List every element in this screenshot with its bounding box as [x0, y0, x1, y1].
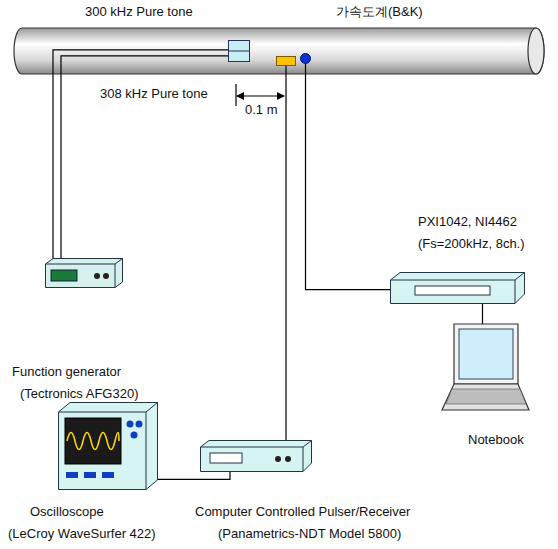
signal-cable	[285, 66, 286, 443]
pulser-receiver: Computer Controlled Pulser/Receiver(Pana…	[200, 440, 312, 472]
function-generator-shape	[45, 258, 123, 288]
daq-chassis: PXI1042, NI4462(Fs=200kHz, 8ch.)	[390, 272, 525, 304]
transducer: 300 kHz Pure tone	[228, 40, 250, 62]
accelerometer: 가속도계(B&K)	[300, 53, 311, 64]
ultrasonic-sensor-shape	[276, 56, 296, 66]
dimension-label: 0.1 m	[245, 102, 278, 118]
oscilloscope-shape	[58, 402, 158, 490]
accelerometer-shape	[300, 53, 311, 64]
pulser-receiver-shape	[200, 440, 312, 472]
daq-chassis-shape	[390, 272, 525, 304]
device-label: 가속도계(B&K)	[336, 4, 423, 20]
pipe	[14, 28, 544, 74]
device-model: (Fs=200kHz, 8ch.)	[418, 236, 525, 252]
device-label: 300 kHz Pure tone	[85, 4, 193, 20]
device-label: Computer Controlled Pulser/Receiver	[195, 504, 410, 520]
oscilloscope: Oscilloscope(LeCroy WaveSurfer 422)	[58, 402, 158, 490]
device-label: Oscilloscope	[30, 504, 104, 520]
device-model: (Tectronics AFG320)	[20, 386, 139, 402]
signal-cable	[158, 472, 230, 479]
device-model: (LeCroy WaveSurfer 422)	[8, 526, 156, 542]
device-label: Notebook	[468, 432, 524, 448]
notebook-computer-shape	[440, 322, 530, 412]
signal-cable	[53, 50, 228, 260]
device-label: PXI1042, NI4462	[418, 214, 517, 230]
device-model: (Panametrics-NDT Model 5800)	[218, 526, 401, 542]
notebook-computer: Notebook	[440, 322, 530, 412]
transducer-shape	[228, 40, 250, 62]
signal-cable	[306, 64, 391, 290]
function-generator: Function generator(Tectronics AFG320)	[45, 258, 123, 288]
device-label: 308 kHz Pure tone	[100, 86, 208, 102]
ultrasonic-sensor: 308 kHz Pure tone	[276, 56, 296, 66]
device-label: Function generator	[12, 364, 121, 380]
signal-cable	[482, 304, 483, 324]
